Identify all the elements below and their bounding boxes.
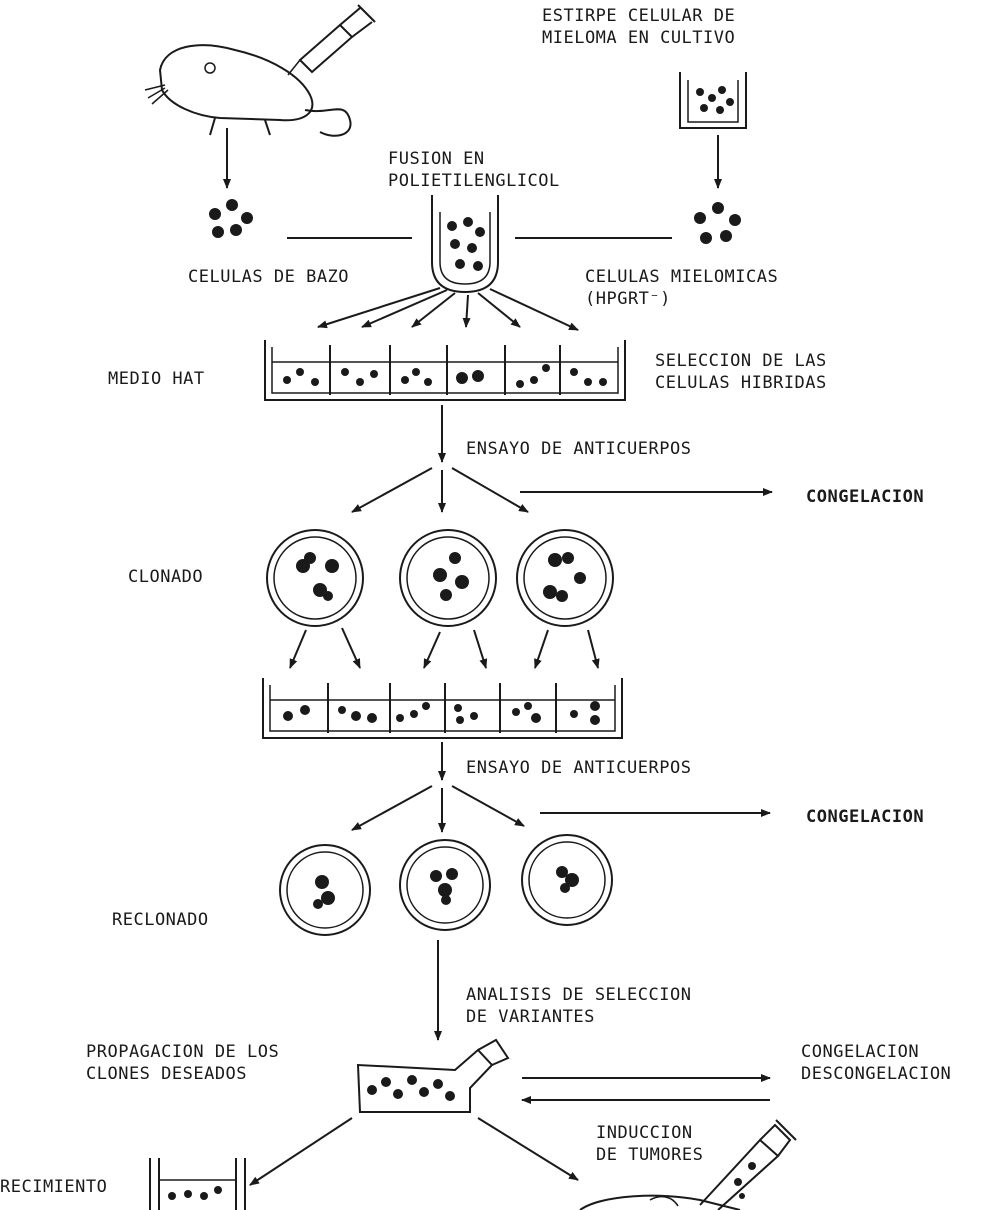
culture-flask-icon	[149, 1158, 246, 1210]
petri-dish-icon	[521, 834, 613, 926]
antibody-assay-label: ENSAYO DE ANTICUERPOS	[466, 758, 692, 778]
freezing-label: CONGELACION	[806, 807, 925, 827]
petri-dish-icon	[516, 529, 614, 627]
fusion-tube-icon	[431, 195, 499, 294]
fusion-label: FUSION EN POLIETILENGLICOL	[388, 149, 560, 191]
antibody-assay-label: ENSAYO DE ANTICUERPOS	[466, 439, 692, 459]
cloning-label: CLONADO	[128, 567, 204, 587]
mouse-icon	[579, 1194, 741, 1210]
well-plate-icon	[262, 678, 623, 739]
culture-flask-icon	[679, 72, 747, 129]
hybrid-selection-label: SELECCION DE LAS CELULAS HIBRIDAS	[655, 351, 827, 393]
syringe-icon	[699, 1119, 797, 1210]
freeze-thaw-label: CONGELACION DESCONGELACION	[801, 1042, 952, 1084]
mouse-icon	[144, 44, 352, 137]
myeloma-line-label: ESTIRPE CELULAR DE MIELOMA EN CULTIVO	[542, 6, 736, 48]
syringe-icon	[287, 4, 376, 76]
well-plate-icon	[264, 340, 626, 401]
tumor-induction-label: INDUCCION DE TUMORES	[596, 1123, 704, 1165]
petri-dish-icon	[279, 844, 371, 936]
propagation-label: PROPAGACION DE LOS CLONES DESEADOS	[86, 1042, 280, 1084]
myeloma-cells-label: CELULAS MIELOMICAS (HPGRT⁻)	[585, 267, 779, 309]
spleen-cells-icon	[209, 199, 253, 238]
spleen-cells-label: CELULAS DE BAZO	[188, 267, 350, 287]
petri-dish-icon	[266, 529, 364, 627]
growth-label: RECIMIENTO	[0, 1177, 108, 1197]
freezing-label: CONGELACION	[806, 487, 925, 507]
petri-dish-icon	[399, 839, 491, 931]
myeloma-cells-icon	[694, 202, 741, 244]
culture-bottle-icon	[356, 1038, 510, 1113]
hat-medium-label: MEDIO HAT	[108, 369, 205, 389]
variant-analysis-label: ANALISIS DE SELECCION DE VARIANTES	[466, 985, 692, 1027]
recloning-label: RECLONADO	[112, 910, 209, 930]
petri-dish-icon	[399, 529, 497, 627]
